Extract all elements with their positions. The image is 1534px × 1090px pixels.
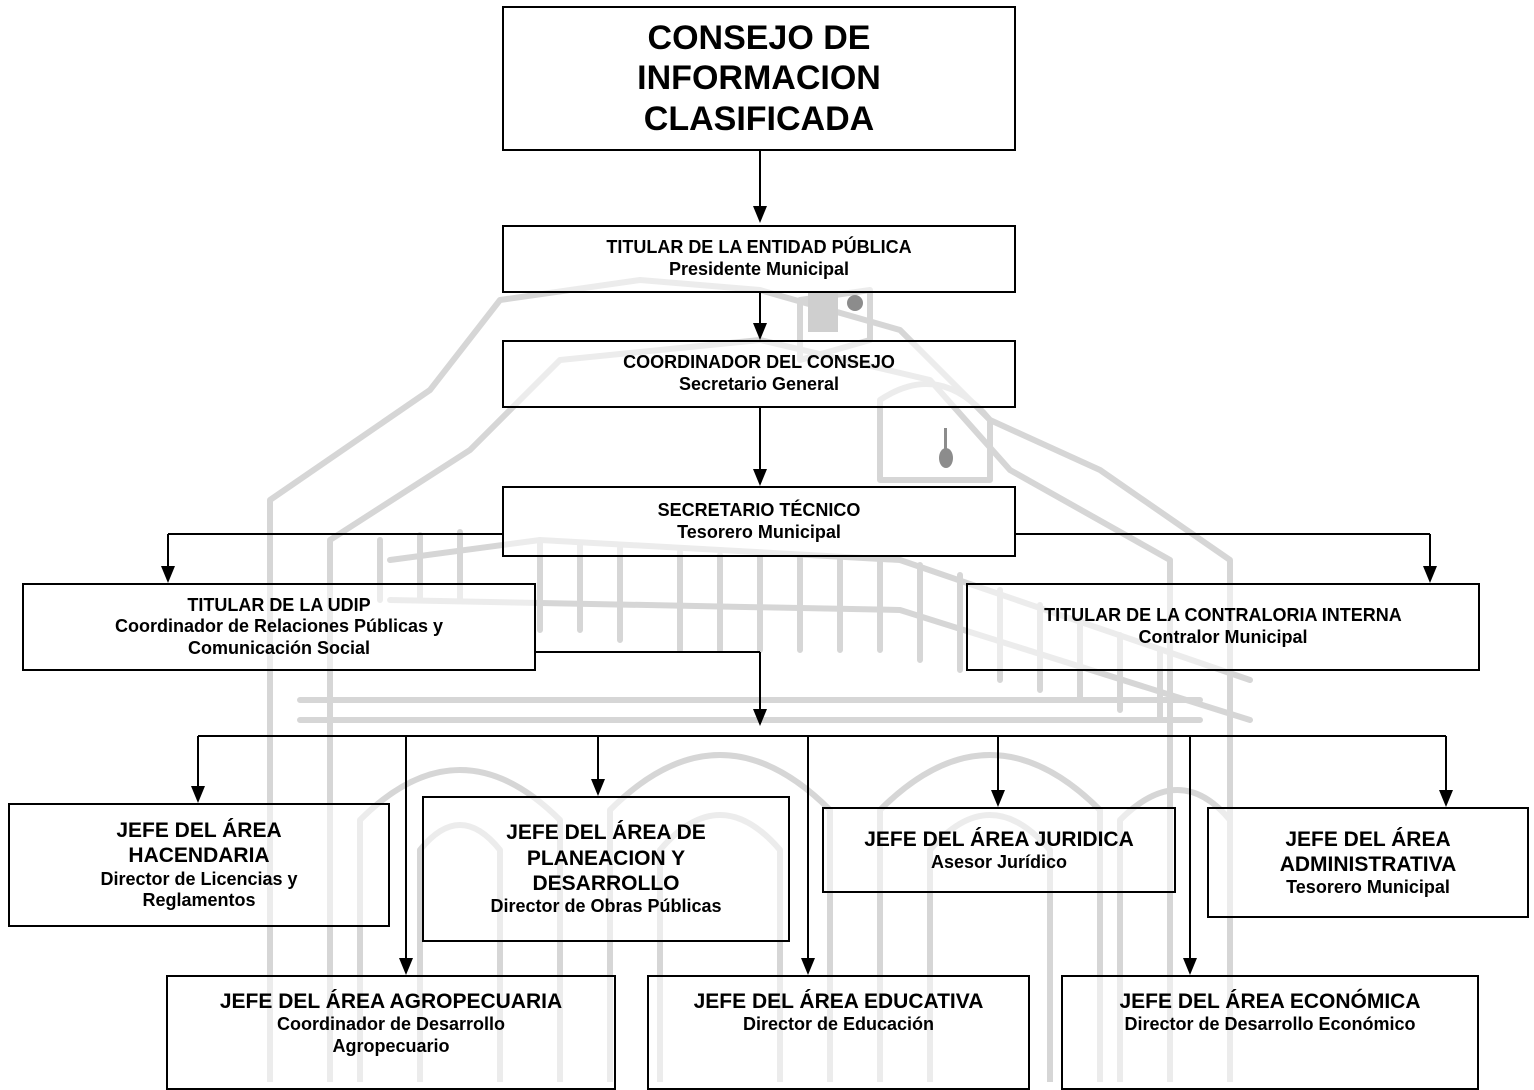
coordinador-holder: Secretario General: [678, 374, 840, 394]
coordinador-role: COORDINADOR DEL CONSEJO: [623, 352, 895, 373]
secretario-tecnico-role: SECRETARIO TÉCNICO: [657, 499, 861, 520]
council-title-line-3: CLASIFICADA: [643, 99, 875, 138]
economica-role: JEFE DEL ÁREA ECONÓMICA: [1119, 990, 1421, 1013]
juridica-role: JEFE DEL ÁREA JURIDICA: [864, 827, 1134, 851]
arrowhead-icon: [161, 566, 175, 583]
council-box: CONSEJO DE INFORMACION CLASIFICADA: [502, 6, 1016, 151]
udip-role: TITULAR DE LA UDIP: [187, 594, 371, 615]
udip-box: TITULAR DE LA UDIP Coordinador de Relaci…: [22, 583, 536, 671]
agropecuaria-holder-line-1: Coordinador de Desarrollo: [276, 1014, 506, 1035]
administrativa-box: JEFE DEL ÁREA ADMINISTRATIVA Tesorero Mu…: [1207, 807, 1529, 918]
educativa-holder: Director de Educación: [742, 1014, 935, 1035]
udip-holder-line-1: Coordinador de Relaciones Públicas y: [114, 616, 444, 637]
juridica-holder: Asesor Jurídico: [930, 851, 1068, 872]
council-title-line-1: CONSEJO DE: [647, 19, 871, 58]
economica-holder: Director de Desarrollo Económico: [1124, 1014, 1416, 1035]
hacendaria-role-line-1: JEFE DEL ÁREA: [116, 819, 282, 843]
arrowhead-icon: [1183, 958, 1197, 975]
hacendaria-box: JEFE DEL ÁREA HACENDARIA Director de Lic…: [8, 803, 390, 927]
titular-entidad-box: TITULAR DE LA ENTIDAD PÚBLICA Presidente…: [502, 225, 1016, 293]
administrativa-holder: Tesorero Municipal: [1286, 876, 1450, 897]
economica-box: JEFE DEL ÁREA ECONÓMICA Director de Desa…: [1061, 975, 1479, 1090]
arrowhead-icon: [753, 709, 767, 726]
educativa-role: JEFE DEL ÁREA EDUCATIVA: [693, 990, 984, 1013]
administrativa-role-line-2: ADMINISTRATIVA: [1279, 852, 1457, 876]
planeacion-role-line-2: PLANEACION Y: [526, 846, 686, 870]
arrowhead-icon: [1423, 566, 1437, 583]
arrowhead-icon: [753, 206, 767, 223]
arrowhead-icon: [753, 469, 767, 486]
administrativa-role-line-1: JEFE DEL ÁREA: [1285, 827, 1451, 851]
arrowhead-icon: [991, 790, 1005, 807]
contraloria-box: TITULAR DE LA CONTRALORIA INTERNA Contra…: [966, 583, 1480, 671]
agropecuaria-holder-line-2: Agropecuario: [332, 1035, 450, 1056]
arrowhead-icon: [801, 958, 815, 975]
hacendaria-holder-line-2: Reglamentos: [142, 890, 256, 911]
planeacion-role-line-1: JEFE DEL ÁREA DE: [506, 821, 706, 845]
hacendaria-role-line-2: HACENDARIA: [128, 844, 270, 868]
secretario-tecnico-holder: Tesorero Municipal: [677, 521, 841, 542]
educativa-box: JEFE DEL ÁREA EDUCATIVA Director de Educ…: [647, 975, 1030, 1090]
arrowhead-icon: [1439, 790, 1453, 807]
agropecuaria-role: JEFE DEL ÁREA AGROPECUARIA: [219, 990, 563, 1013]
agropecuaria-box: JEFE DEL ÁREA AGROPECUARIA Coordinador d…: [166, 975, 616, 1090]
secretario-tecnico-box: SECRETARIO TÉCNICO Tesorero Municipal: [502, 486, 1016, 557]
planeacion-holder: Director de Obras Públicas: [490, 895, 722, 916]
titular-entidad-role: TITULAR DE LA ENTIDAD PÚBLICA: [606, 237, 912, 258]
contraloria-role: TITULAR DE LA CONTRALORIA INTERNA: [1044, 605, 1402, 626]
hacendaria-holder-line-1: Director de Licencias y: [100, 868, 298, 889]
contraloria-holder: Contralor Municipal: [1138, 627, 1308, 647]
arrowhead-icon: [591, 779, 605, 796]
arrowhead-icon: [191, 786, 205, 803]
udip-holder-line-2: Comunicación Social: [187, 637, 371, 658]
council-title-line-2: INFORMACION: [637, 59, 881, 98]
titular-entidad-holder: Presidente Municipal: [668, 259, 850, 279]
arrowhead-icon: [753, 323, 767, 340]
juridica-box: JEFE DEL ÁREA JURIDICA Asesor Jurídico: [822, 807, 1176, 893]
coordinador-box: COORDINADOR DEL CONSEJO Secretario Gener…: [502, 340, 1016, 408]
planeacion-box: JEFE DEL ÁREA DE PLANEACION Y DESARROLLO…: [422, 796, 790, 942]
planeacion-role-line-3: DESARROLLO: [532, 871, 680, 895]
arrowhead-icon: [399, 958, 413, 975]
